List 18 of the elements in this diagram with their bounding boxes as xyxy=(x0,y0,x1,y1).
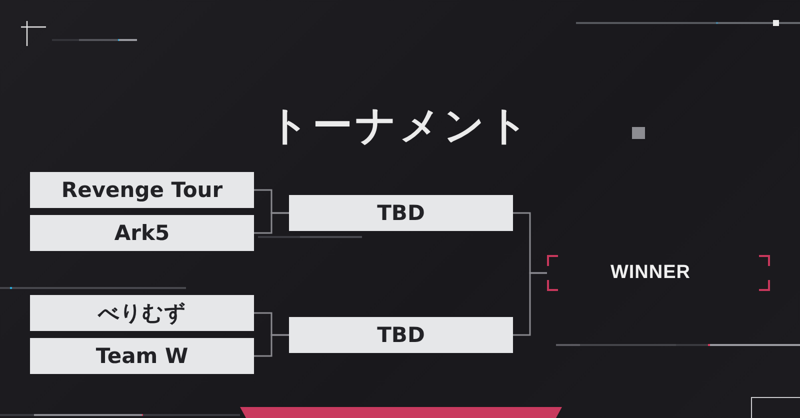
bracket-connector xyxy=(513,272,547,336)
team-name: べりむず xyxy=(98,300,186,326)
team-name: Revenge Tour xyxy=(61,177,223,203)
bracket-connector xyxy=(254,334,289,357)
title: トーナメント xyxy=(268,102,532,150)
team-slot xyxy=(30,215,254,251)
winner-frame xyxy=(547,255,770,291)
team-slot xyxy=(30,172,254,208)
match-result: TBD xyxy=(377,322,425,348)
team-name: Ark5 xyxy=(114,220,170,246)
team-slot xyxy=(30,295,254,331)
match-slot xyxy=(289,317,513,353)
winner-label: WINNER xyxy=(610,262,691,284)
team-name: Team W xyxy=(96,343,188,369)
match-result: TBD xyxy=(377,200,425,226)
team-slot xyxy=(30,338,254,374)
match-slot xyxy=(289,195,513,231)
bracket-connector xyxy=(254,212,289,234)
